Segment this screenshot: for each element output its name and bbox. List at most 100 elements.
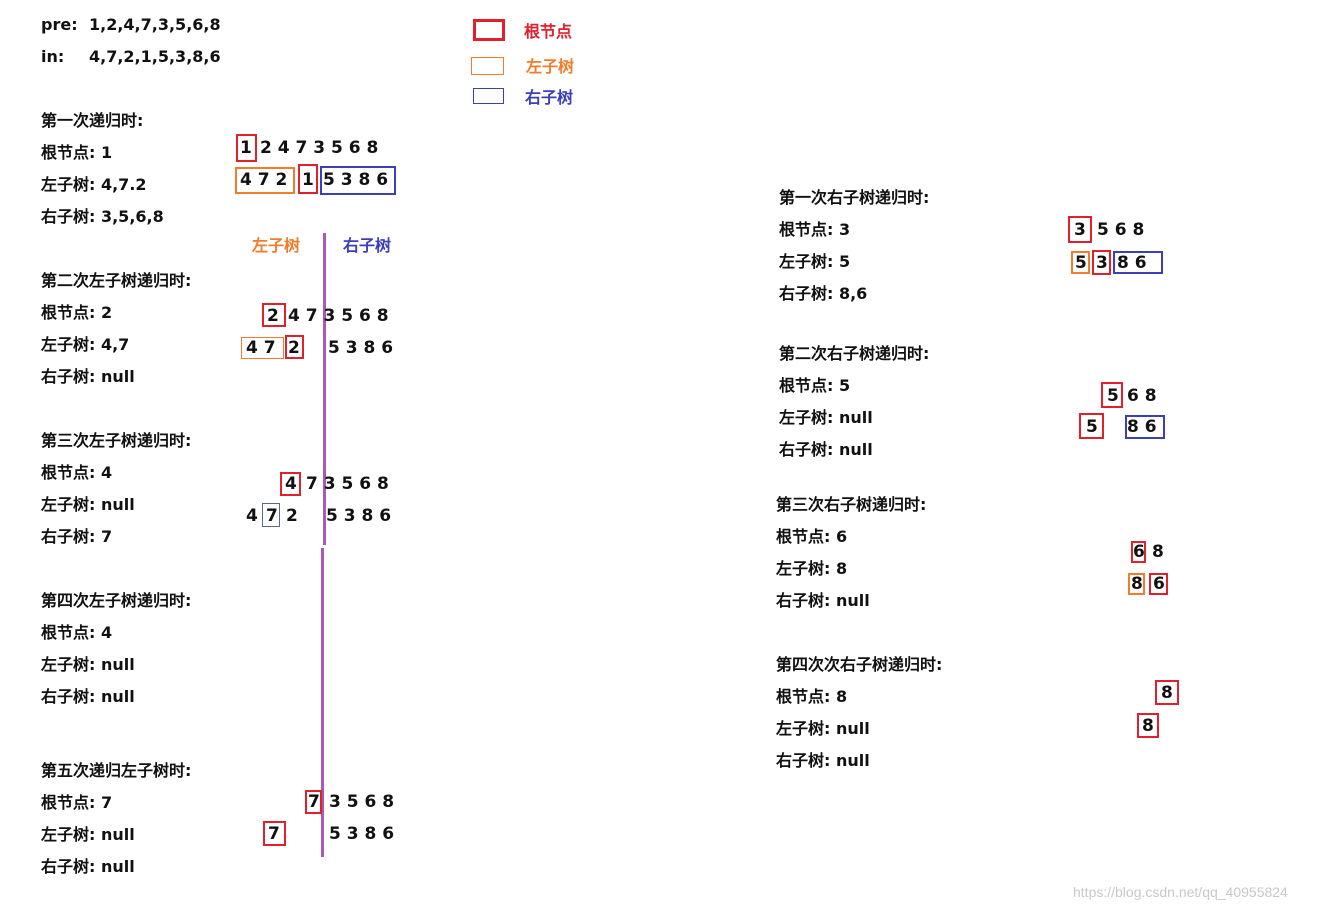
divider-left-label: 左子树 — [252, 236, 301, 255]
left-subtree-box — [241, 337, 284, 359]
right-subtree-box — [1113, 251, 1163, 274]
root-box — [280, 472, 301, 496]
seq-pre-rest: 6 8 — [1127, 386, 1157, 406]
seq-in-rest: 5 3 8 6 — [326, 506, 392, 526]
divider-line-lower — [321, 548, 324, 857]
step-right: 右子树: null — [776, 751, 870, 770]
root-box — [305, 790, 322, 814]
seq-in-root: 5 — [1086, 417, 1098, 437]
root-box — [1092, 250, 1111, 275]
seq-root: 1 — [240, 138, 252, 158]
seq-in-left: 5 — [1075, 253, 1087, 273]
step-root: 根节点: 7 — [41, 793, 113, 812]
seq-in-right: 8 6 — [1117, 253, 1147, 273]
root-box — [1101, 382, 1123, 408]
left-subtree-box — [1128, 573, 1145, 595]
step-title: 第四次左子树递归时: — [41, 591, 192, 610]
seq-in-root: 1 — [302, 170, 314, 190]
step-title: 第一次右子树递归时: — [779, 188, 930, 207]
root-box — [262, 303, 286, 327]
left-subtree-box — [1071, 251, 1090, 274]
step-right: 右子树: 3,5,6,8 — [41, 207, 164, 226]
seq-in-root: 3 — [1096, 253, 1108, 273]
root-box — [263, 821, 286, 846]
step-root: 根节点: 1 — [41, 143, 113, 162]
step-right: 右子树: null — [41, 857, 135, 876]
seq-pre-rest: 4 7 3 5 6 8 — [288, 306, 389, 326]
step-left: 左子树: null — [779, 408, 873, 427]
seq-pre-rest: 8 — [1152, 542, 1164, 562]
pre-value: 1,2,4,7,3,5,6,8 — [89, 15, 221, 34]
step-root: 根节点: 4 — [41, 463, 113, 482]
root-box — [236, 134, 257, 162]
seq-root: 7 — [308, 792, 320, 812]
legend-right-swatch — [473, 88, 504, 104]
root-box — [1155, 680, 1179, 705]
step-left: 左子树: null — [776, 719, 870, 738]
root-box — [1068, 216, 1092, 243]
pre-label: pre: — [41, 15, 78, 34]
root-box — [285, 335, 304, 359]
legend-left-swatch — [471, 57, 504, 75]
step-left: 左子树: null — [41, 825, 135, 844]
step-right: 右子树: null — [779, 440, 873, 459]
seq-root: 2 — [267, 306, 279, 326]
left-subtree-box — [235, 167, 295, 194]
root-box — [1131, 541, 1146, 563]
seq-root: 8 — [1161, 683, 1173, 703]
seq-in-root: 2 — [288, 338, 300, 358]
seq-in-root: 7 — [268, 824, 280, 844]
seq-in-b: 7 — [266, 506, 278, 526]
root-box — [1137, 713, 1159, 738]
step-left: 左子树: 4,7.2 — [41, 175, 147, 194]
step-root: 根节点: 3 — [779, 220, 851, 239]
seq-root: 6 — [1133, 542, 1145, 562]
step-root: 根节点: 5 — [779, 376, 851, 395]
seq-in-root: 8 — [1142, 716, 1154, 736]
root-box — [298, 164, 318, 194]
step-right: 右子树: 8,6 — [779, 284, 868, 303]
right-subtree-box — [262, 503, 280, 527]
seq-in-right: 5 3 8 6 — [323, 170, 389, 190]
legend-root-label: 根节点 — [524, 22, 573, 41]
step-right: 右子树: null — [41, 687, 135, 706]
step-root: 根节点: 4 — [41, 623, 113, 642]
step-left: 左子树: 8 — [776, 559, 848, 578]
step-title: 第四次次右子树递归时: — [776, 655, 943, 674]
seq-root: 4 — [285, 474, 297, 494]
step-title: 第三次左子树递归时: — [41, 431, 192, 450]
divider-line-upper — [323, 233, 326, 545]
step-title: 第三次右子树递归时: — [776, 495, 927, 514]
in-value: 4,7,2,1,5,3,8,6 — [89, 47, 221, 66]
step-left: 左子树: 5 — [779, 252, 851, 271]
legend-root-swatch — [473, 19, 505, 41]
seq-in-right: 8 6 — [1127, 417, 1157, 437]
seq-pre-rest: 3 5 6 8 — [329, 792, 395, 812]
step-title: 第一次递归时: — [41, 111, 144, 130]
seq-in-left: 4 7 2 — [240, 170, 288, 190]
seq-in-rest: 5 3 8 6 — [329, 824, 395, 844]
step-title: 第二次右子树递归时: — [779, 344, 930, 363]
divider-right-label: 右子树 — [343, 236, 392, 255]
seq-pre-rest: 5 6 8 — [1097, 220, 1145, 240]
step-title: 第五次递归左子树时: — [41, 761, 192, 780]
legend-right-label: 右子树 — [525, 88, 574, 107]
seq-in-left: 4 7 — [246, 338, 276, 358]
in-label: in: — [41, 47, 65, 66]
seq-in-c: 2 — [286, 506, 298, 526]
root-box — [1079, 413, 1104, 439]
watermark: https://blog.csdn.net/qq_40955824 — [1073, 884, 1288, 900]
step-left: 左子树: 4,7 — [41, 335, 130, 354]
step-root: 根节点: 2 — [41, 303, 113, 322]
seq-in-root: 6 — [1153, 574, 1165, 594]
seq-in-a: 4 — [246, 506, 258, 526]
right-subtree-box — [1125, 415, 1165, 439]
step-root: 根节点: 8 — [776, 687, 848, 706]
seq-pre-rest: 7 3 5 6 8 — [306, 474, 389, 494]
legend-left-label: 左子树 — [526, 57, 575, 76]
seq-in-rest: 5 3 8 6 — [328, 338, 394, 358]
root-box — [1149, 573, 1168, 595]
right-subtree-box — [320, 166, 396, 195]
step-left: 左子树: null — [41, 495, 135, 514]
step-root: 根节点: 6 — [776, 527, 848, 546]
